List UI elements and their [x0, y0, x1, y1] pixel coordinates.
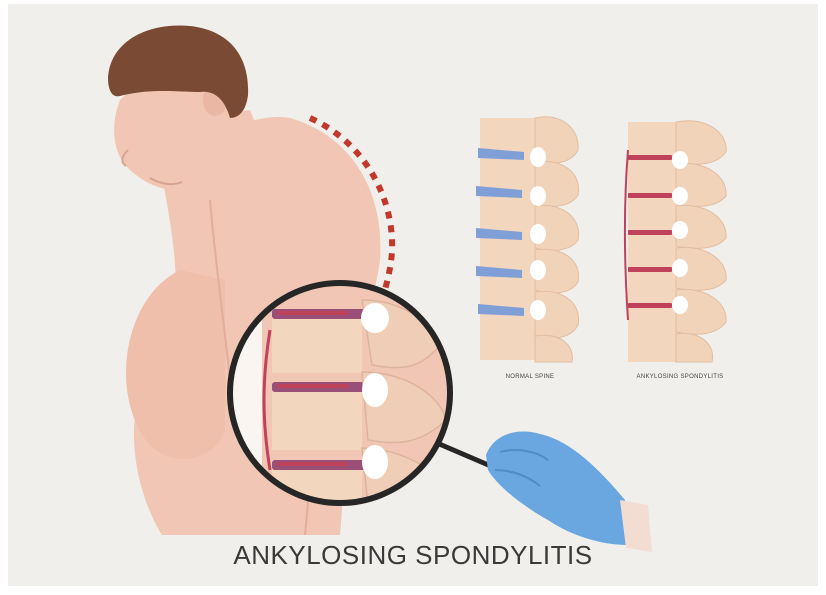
ankylosing-spine-label: ANKYLOSING SPONDYLITIS — [600, 374, 760, 380]
illustration-title: ANKYLOSING SPONDYLITIS — [0, 540, 826, 571]
normal-spine-diagram — [476, 117, 579, 362]
ankylosing-spine-diagram — [625, 121, 726, 362]
normal-spine-label: NORMAL SPINE — [450, 374, 610, 380]
